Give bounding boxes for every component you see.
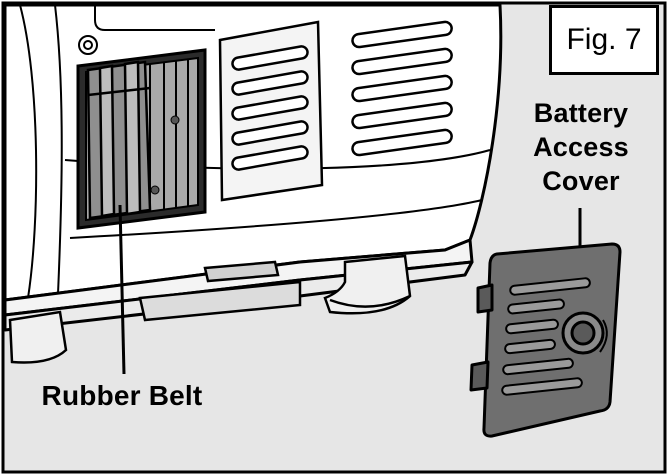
battery-access-cover-callout: Battery Access Cover bbox=[520, 96, 642, 198]
battery-access-cover bbox=[469, 242, 622, 438]
housing-feet bbox=[8, 254, 412, 364]
rubber-belt-leader bbox=[118, 204, 126, 375]
leader-lines bbox=[118, 204, 582, 375]
callout-line: Access bbox=[533, 132, 629, 162]
rubber-belt-callout: Rubber Belt bbox=[41, 380, 203, 411]
battery-block bbox=[86, 60, 152, 220]
housing-vent-right bbox=[351, 20, 453, 157]
housing-vent-left bbox=[218, 20, 324, 202]
figure-label-text: Fig. 7 bbox=[566, 23, 642, 56]
callout-line: Cover bbox=[542, 166, 620, 196]
figure-label: Fig. 7 bbox=[549, 5, 659, 75]
callout-line: Battery bbox=[533, 98, 629, 128]
